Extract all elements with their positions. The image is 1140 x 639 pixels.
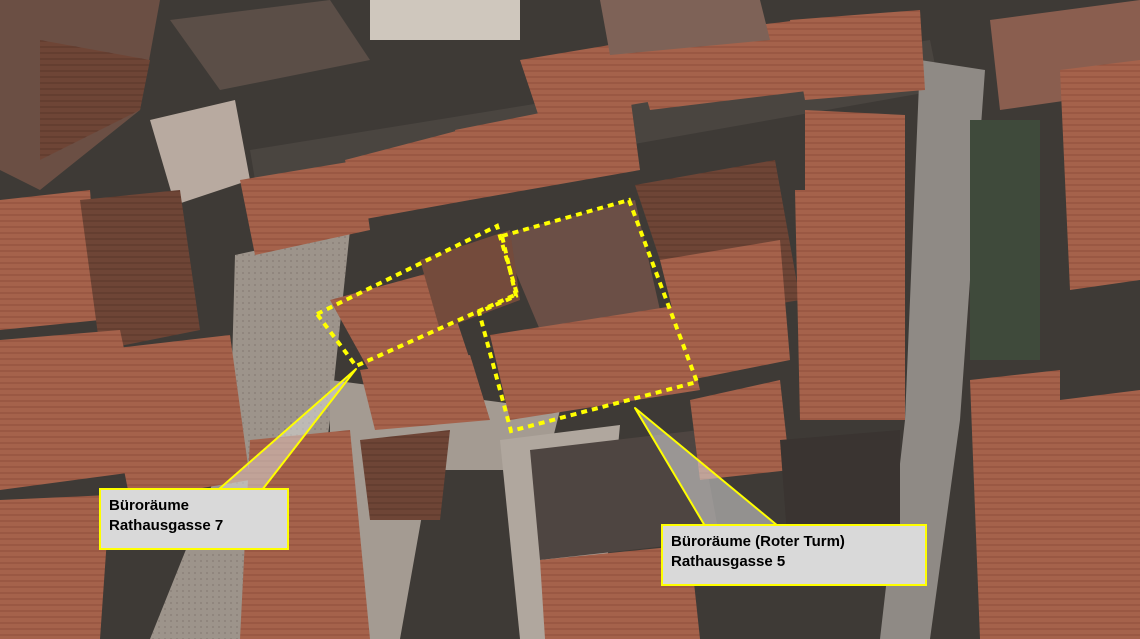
callout-pointers — [217, 368, 779, 527]
callout-title: Büroräume — [109, 497, 190, 514]
callout-address: Rathausgasse 7 — [109, 517, 224, 534]
callout-rathausgasse-5: Büroräume (Roter Turm) Rathausgasse 5 — [661, 524, 927, 586]
callout-title: Büroräume (Roter Turm) — [671, 533, 845, 550]
callout-rathausgasse-7: Büroräume Rathausgasse 7 — [99, 488, 289, 550]
outline-rathausgasse-5 — [476, 197, 700, 434]
highlight-outlines — [313, 197, 700, 434]
outline-rathausgasse-7 — [313, 223, 520, 369]
callout-address: Rathausgasse 5 — [671, 553, 786, 570]
